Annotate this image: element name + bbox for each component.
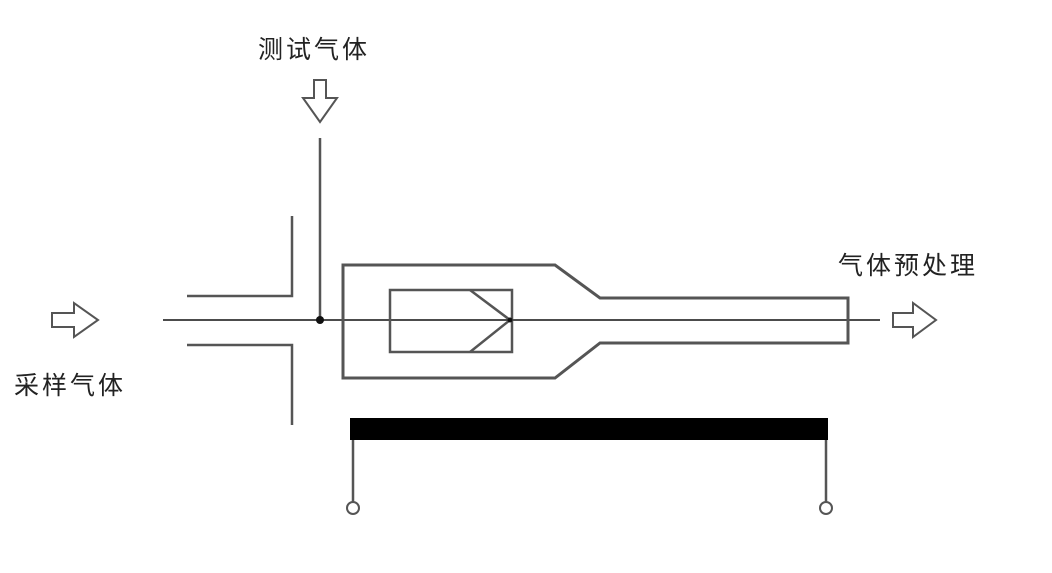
test-gas-label: 测试气体 — [258, 35, 371, 64]
sensor-element — [388, 288, 514, 354]
output-arrow-icon — [892, 301, 938, 339]
right-terminal — [819, 501, 833, 515]
gas-pretreatment-label: 气体预处理 — [838, 251, 979, 280]
sensor-chevron — [469, 289, 513, 353]
lower-inlet-wall — [187, 343, 294, 425]
sample-gas-arrow-icon — [51, 301, 100, 339]
chevron-dot — [507, 317, 513, 323]
test-gas-arrow-icon — [301, 79, 339, 124]
left-terminal — [346, 501, 360, 515]
sample-gas-label: 采样气体 — [14, 371, 127, 400]
heater-bar — [350, 418, 828, 440]
sensor-chamber — [341, 263, 850, 380]
upper-inlet-wall — [187, 216, 294, 298]
junction-dot — [316, 316, 324, 324]
